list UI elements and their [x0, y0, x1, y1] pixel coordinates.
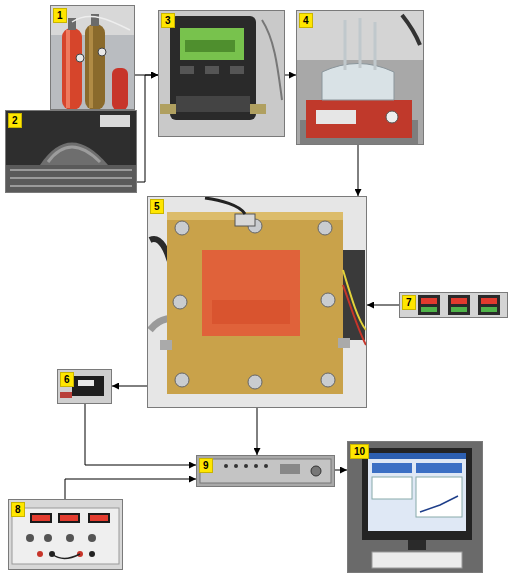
flow-arrow [285, 75, 296, 76]
photo-frame: 3 [158, 10, 285, 137]
photo-frame: 6 [57, 369, 112, 404]
computer-photo [347, 441, 483, 573]
photo-frame: 9 [196, 455, 335, 487]
flow-device-photo [5, 110, 137, 193]
flow-arrow [85, 404, 196, 465]
callout-number: 7 [402, 295, 416, 310]
gas-cylinder-photo [50, 5, 135, 110]
flow-meter-photo [158, 10, 285, 137]
flow-arrow [65, 479, 196, 499]
callout-number: 8 [11, 502, 25, 517]
callout-number: 3 [161, 13, 175, 28]
power-supply-photo [8, 499, 123, 570]
photo-frame: 2 [5, 110, 137, 193]
temperature-controller-photo [399, 292, 508, 318]
callout-number: 4 [299, 13, 313, 28]
flow-arrow [367, 305, 399, 306]
module-photo [57, 369, 112, 404]
hotplate-bubbler-photo [296, 10, 424, 145]
photo-frame: 4 [296, 10, 424, 145]
data-acquisition-photo [196, 455, 335, 487]
callout-number: 2 [8, 113, 22, 128]
callout-number: 10 [350, 444, 369, 459]
photo-frame: 10 [347, 441, 483, 573]
callout-number: 6 [60, 372, 74, 387]
photo-frame: 5 [147, 196, 367, 408]
flow-arrow [112, 386, 147, 387]
callout-number: 9 [199, 458, 213, 473]
flow-arrow [335, 470, 347, 471]
photo-frame: 7 [399, 292, 508, 318]
fuel-cell-photo [147, 196, 367, 408]
flow-arrow [358, 145, 359, 196]
callout-number: 5 [150, 199, 164, 214]
photo-frame: 8 [8, 499, 123, 570]
flow-arrow [257, 408, 258, 455]
flow-arrow [137, 75, 158, 182]
callout-number: 1 [53, 8, 67, 23]
photo-frame: 1 [50, 5, 135, 110]
